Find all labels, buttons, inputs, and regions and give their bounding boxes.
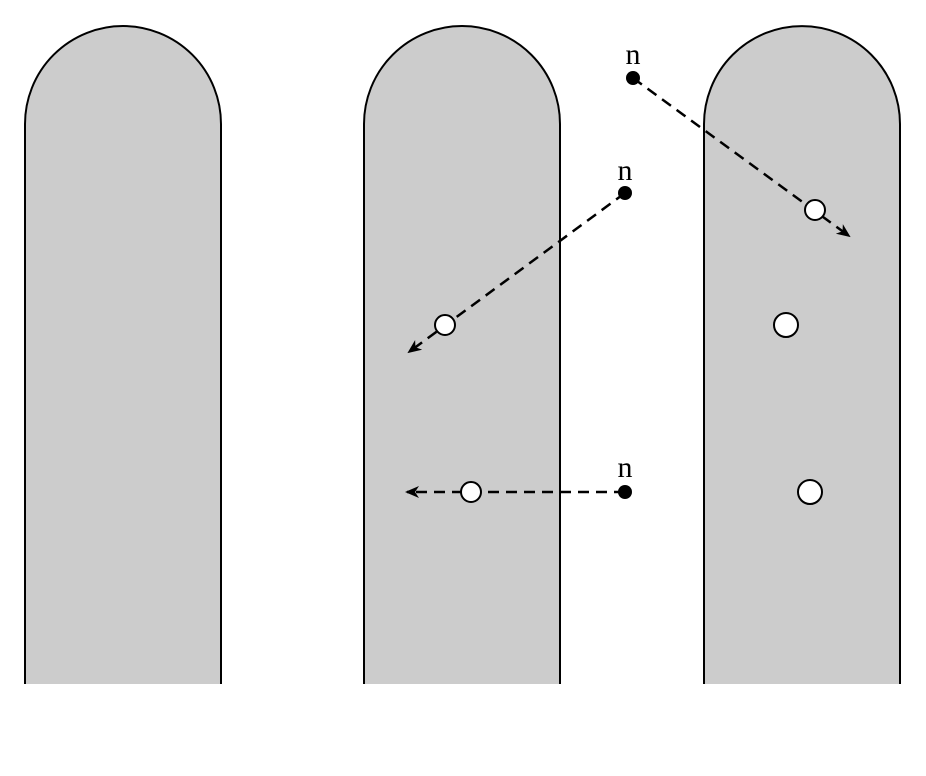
neutron-dot-3	[618, 485, 632, 499]
hole-right-rod-1	[773, 312, 799, 338]
neutron-label-2: n	[618, 154, 633, 187]
neutron-dot-1	[626, 71, 640, 85]
hole-path-2	[434, 314, 456, 336]
neutron-label-3: n	[618, 451, 633, 484]
neutron-dot-2	[618, 186, 632, 200]
hole-right-rod-2	[797, 479, 823, 505]
rod-middle	[363, 25, 561, 684]
neutron-label-1: n	[626, 38, 641, 71]
hole-path-3	[460, 481, 482, 503]
hole-path-1	[804, 199, 826, 221]
rod-left	[24, 25, 222, 684]
rod-right	[703, 25, 901, 684]
